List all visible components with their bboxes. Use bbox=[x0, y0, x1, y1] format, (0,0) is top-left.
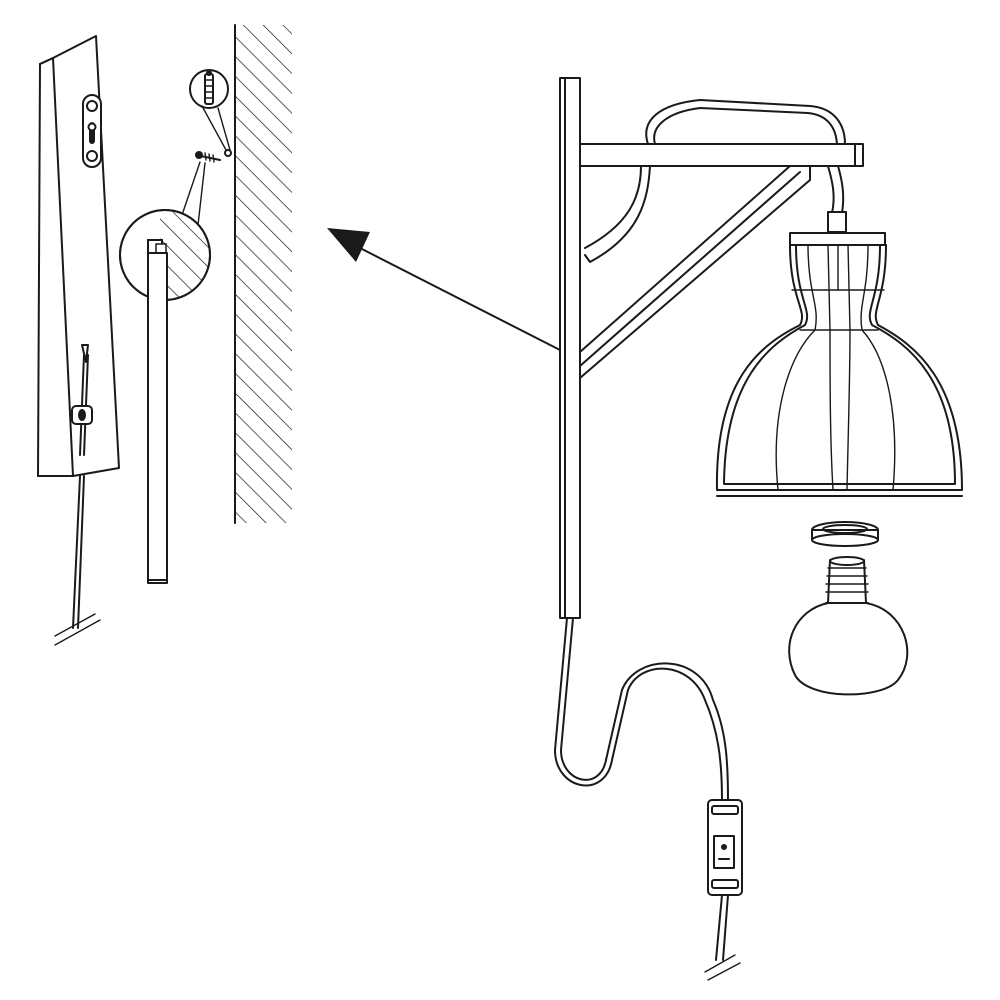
wall-plug bbox=[189, 69, 232, 157]
inline-switch bbox=[707, 799, 743, 896]
screw bbox=[195, 151, 221, 163]
shade-ring bbox=[811, 521, 879, 547]
keyhole-slot-icon bbox=[82, 94, 102, 168]
bulb bbox=[788, 556, 909, 696]
cage-shade bbox=[715, 211, 963, 497]
wall bbox=[234, 24, 292, 524]
board-profile bbox=[147, 252, 168, 584]
direction-arrow bbox=[327, 228, 561, 351]
mounting-board bbox=[37, 35, 120, 646]
magnifier-detail bbox=[119, 161, 211, 301]
cable-clip-icon bbox=[71, 405, 93, 425]
lamp-body bbox=[559, 77, 864, 619]
power-cable bbox=[554, 617, 741, 981]
